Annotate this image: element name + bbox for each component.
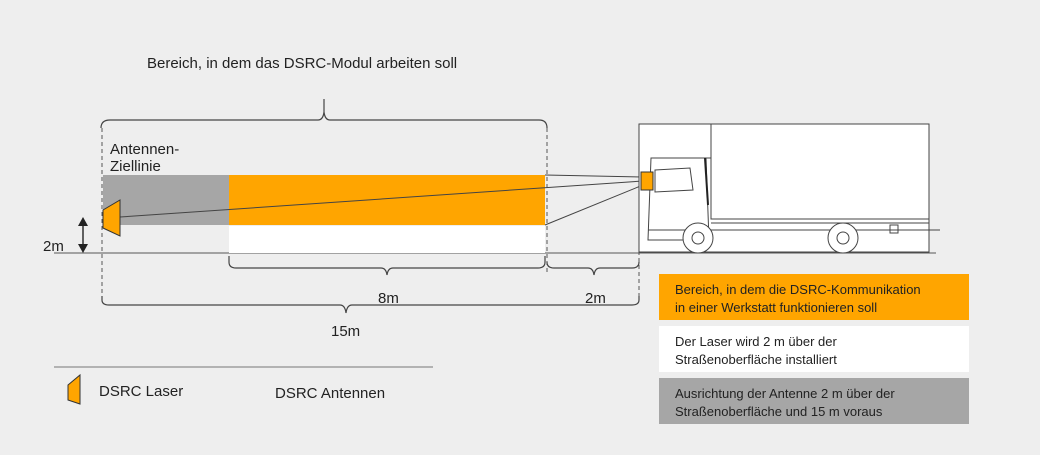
legend-white-box (659, 326, 969, 372)
legend-orange-line2: in einer Werkstatt funktionieren soll (675, 300, 878, 315)
antenna-label-line1: Antennen- (110, 141, 180, 158)
diagram-title: Bereich, in dem das DSRC-Modul arbeiten … (147, 55, 458, 72)
dim-2m-label: 2m (585, 290, 606, 307)
legend-white-text: Der Laser wird 2 m über der Straßenoberf… (659, 329, 969, 369)
truck-icon (638, 123, 940, 254)
bracket-15m (101, 296, 640, 314)
antenna-target-zone (103, 175, 229, 225)
top-bracket (100, 99, 548, 129)
legend-gray-text: Ausrichtung der Antenne 2 m über der Str… (659, 381, 969, 421)
height-arrow-down-icon (78, 244, 88, 253)
antenna-label-line2: Ziellinie (110, 158, 161, 175)
height-arrow-up-icon (78, 217, 88, 226)
legend-orange-box (659, 274, 969, 320)
communication-zone (229, 175, 545, 225)
legend-gray-box (659, 378, 969, 424)
beam-top (544, 174, 644, 178)
legend-orange-text: Bereich, in dem die DSRC-Kommunikation i… (659, 277, 969, 317)
bracket-2m (546, 261, 640, 276)
dim-15m-label: 15m (331, 323, 361, 340)
legend-white-line2: Straßenoberfläche installiert (675, 352, 837, 367)
bracket-8m (228, 256, 546, 276)
legend-white-line1: Der Laser wird 2 m über der (675, 334, 837, 349)
legend-antenna-label: DSRC Antennen (275, 385, 386, 402)
truck-antenna-icon (640, 171, 654, 191)
dim-8m-label: 8m (378, 290, 399, 307)
laser-device-icon (102, 199, 121, 237)
beam-bottom (544, 184, 644, 226)
legend-orange-line1: Bereich, in dem die DSRC-Kommunikation (675, 282, 921, 297)
legend-laser-icon (67, 373, 81, 405)
legend-gray-line1: Ausrichtung der Antenne 2 m über der (675, 386, 895, 401)
legend-laser-label: DSRC Laser (99, 383, 184, 400)
height-label: 2m (43, 238, 64, 255)
laser-zone (229, 226, 545, 253)
legend-gray-line2: Straßenoberfläche und 15 m voraus (675, 404, 883, 419)
laser-line (119, 180, 644, 218)
